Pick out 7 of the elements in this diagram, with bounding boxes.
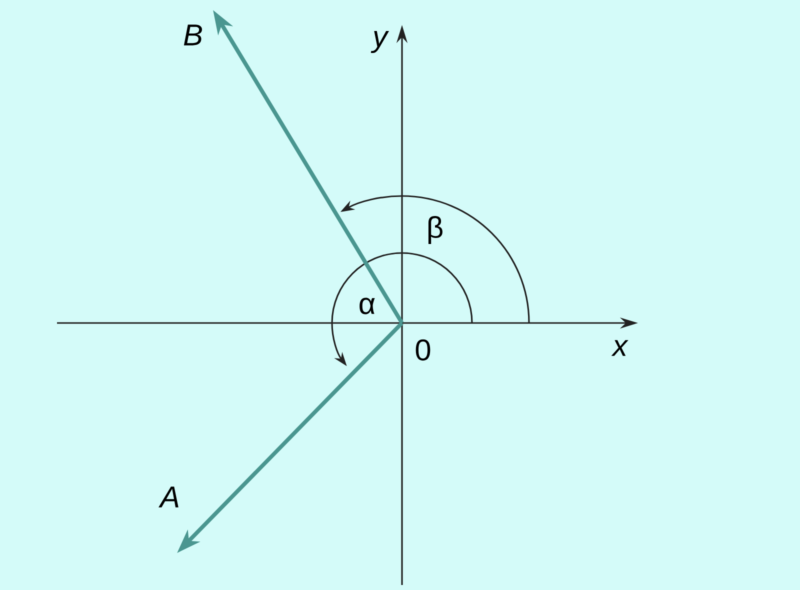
origin-label: 0 bbox=[416, 339, 430, 361]
point-label: B bbox=[184, 24, 202, 46]
axis-label: x bbox=[611, 340, 628, 356]
angle-label: β bbox=[428, 216, 442, 244]
point-label: A bbox=[158, 486, 178, 508]
axis-label: y bbox=[370, 30, 390, 54]
angle-label: α bbox=[360, 298, 375, 314]
